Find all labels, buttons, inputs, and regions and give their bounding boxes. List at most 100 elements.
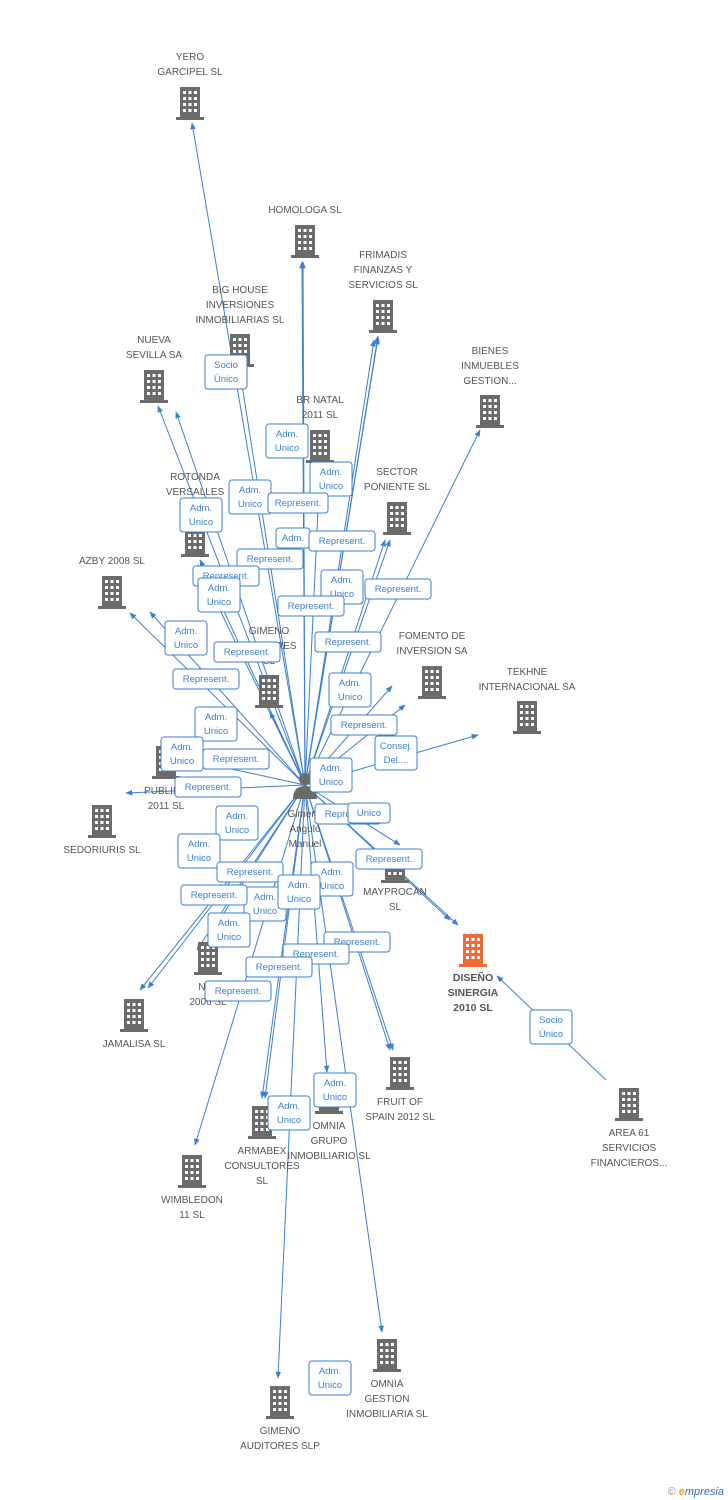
relation-label-r33[interactable]: Adm.Unico — [310, 861, 354, 897]
relation-label-r13[interactable]: Represent. — [277, 595, 345, 617]
building-icon — [418, 666, 446, 699]
relation-label-r16[interactable]: Represent. — [314, 631, 382, 653]
relation-label-r9[interactable]: Represent. — [236, 548, 304, 570]
relation-label-r32[interactable]: Represent. — [216, 861, 284, 883]
relation-box — [374, 735, 418, 771]
relation-label-r7[interactable]: Adm. — [275, 527, 311, 549]
company-node-jamalisa[interactable]: JAMALISA SL — [103, 999, 166, 1050]
relation-box — [177, 833, 221, 869]
relation-text: Represent. — [325, 637, 371, 648]
company-label: FINANCIEROS... — [591, 1158, 668, 1169]
company-node-homologa[interactable]: HOMOLOGA SL — [268, 205, 342, 258]
relation-text: Represent. — [185, 782, 231, 793]
relation-box — [314, 631, 382, 653]
relation-text: Unico — [217, 932, 241, 943]
relation-box — [197, 577, 241, 613]
relation-box — [277, 595, 345, 617]
footer-brand[interactable]: © empresia — [668, 1486, 724, 1498]
relation-label-r36[interactable]: Adm.Unico — [277, 874, 321, 910]
relation-label-r4[interactable]: Adm.Unico — [228, 479, 272, 515]
relation-text: Unico — [318, 1380, 342, 1391]
relation-label-r23[interactable]: Represent. — [202, 748, 270, 770]
relation-label-r26[interactable]: Represent. — [174, 776, 242, 798]
relation-edge — [304, 784, 391, 1051]
relation-label-r41[interactable]: Represent. — [204, 980, 272, 1002]
relation-label-r3[interactable]: Adm.Unico — [309, 461, 353, 497]
relation-text: Unico — [319, 481, 343, 492]
relation-edge — [190, 122, 306, 786]
relation-label-r43[interactable]: Adm.Unico — [267, 1095, 311, 1131]
relation-label-r17[interactable]: Represent. — [213, 641, 281, 663]
relation-label-r42[interactable]: Adm.Unico — [313, 1072, 357, 1108]
relation-label-r37[interactable]: Adm.Unico — [207, 912, 251, 948]
relation-label-r35[interactable]: Represent. — [180, 884, 248, 906]
relation-label-r45[interactable]: Adm.Unico — [308, 1360, 352, 1396]
company-node-bienes[interactable]: BIENESINMUEBLESGESTION... — [461, 346, 519, 428]
relation-label-r5[interactable]: Represent. — [267, 492, 329, 514]
relation-label-r15[interactable]: Adm.Unico — [164, 620, 208, 656]
building-icon — [383, 502, 411, 535]
relation-label-r24[interactable]: Consej.Del.... — [374, 735, 418, 771]
relation-edge — [304, 784, 330, 1073]
person-icon — [299, 773, 311, 785]
relation-label-r6[interactable]: Adm.Unico — [179, 497, 223, 533]
relation-text: Adm. — [226, 811, 248, 822]
relation-label-r2[interactable]: Adm.Unico — [265, 423, 309, 459]
relation-text: Adm. — [208, 583, 230, 594]
relation-text: Unico — [253, 906, 277, 917]
relation-label-r19[interactable]: Represent. — [172, 668, 240, 690]
relation-label-r30[interactable]: Represent. — [355, 848, 423, 870]
relation-label-r28[interactable]: Unico — [347, 802, 391, 824]
company-node-area61[interactable]: AREA 61SERVICIOSFINANCIEROS... — [591, 1088, 668, 1169]
relation-label-r8[interactable]: Represent. — [308, 530, 376, 552]
company-label: JAMALISA SL — [103, 1039, 166, 1050]
building-icon — [140, 370, 168, 403]
company-label: OMNIA — [371, 1379, 404, 1390]
relation-edge — [304, 337, 380, 786]
building-icon — [291, 225, 319, 258]
relation-box — [216, 861, 284, 883]
building-icon — [459, 934, 487, 967]
relation-label-r25[interactable]: Adm.Unico — [309, 757, 353, 793]
relation-text: Adm. — [324, 1078, 346, 1089]
company-node-azby[interactable]: AZBY 2008 SL — [79, 556, 145, 609]
building-icon — [266, 1386, 294, 1419]
building-icon — [513, 701, 541, 734]
relation-label-r29[interactable]: Adm.Unico — [215, 805, 259, 841]
building-icon — [476, 395, 504, 428]
relation-box — [179, 497, 223, 533]
relation-label-r18[interactable]: Adm.Unico — [328, 672, 372, 708]
company-label: MAYPROCAN — [363, 887, 427, 898]
relation-label-r14[interactable]: Represent. — [364, 578, 432, 600]
relation-label-r40[interactable]: Represent. — [245, 956, 313, 978]
relation-text: Represent. — [375, 584, 421, 595]
relation-label-r21[interactable]: Represent. — [330, 714, 398, 736]
relation-label-r20[interactable]: Adm.Unico — [194, 706, 238, 742]
relation-box — [204, 354, 248, 390]
company-node-sedoriuris[interactable]: SEDORIURIS SL — [63, 805, 141, 856]
relation-label-r31[interactable]: Adm.Unico — [177, 833, 221, 869]
relation-label-r11[interactable]: Adm.Unico — [197, 577, 241, 613]
relation-label-r22[interactable]: Adm.Unico — [160, 736, 204, 772]
